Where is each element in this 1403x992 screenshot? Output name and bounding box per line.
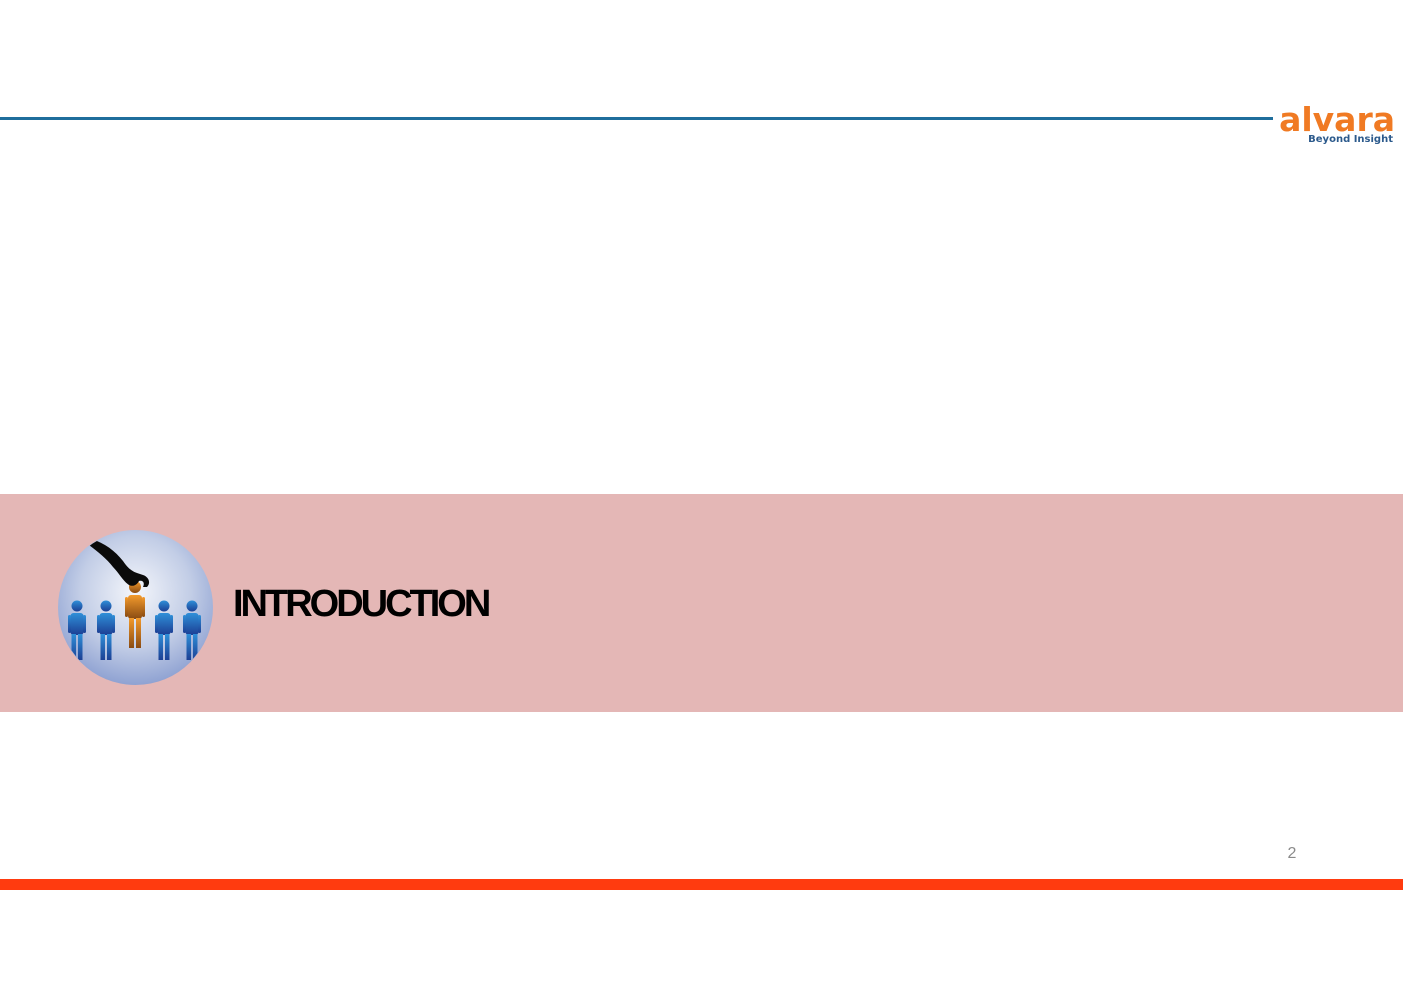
page-number: 2 bbox=[1287, 845, 1297, 862]
people-selection-icon bbox=[58, 530, 213, 685]
logo-tagline: Beyond Insight bbox=[1308, 134, 1393, 145]
footer-divider bbox=[0, 879, 1403, 890]
header-divider bbox=[0, 117, 1273, 120]
company-logo: alvara Beyond Insight bbox=[1274, 100, 1399, 150]
section-band bbox=[0, 494, 1403, 712]
section-title: INTRODUCTION bbox=[233, 583, 491, 625]
logo-wordmark: alvara bbox=[1279, 100, 1395, 139]
